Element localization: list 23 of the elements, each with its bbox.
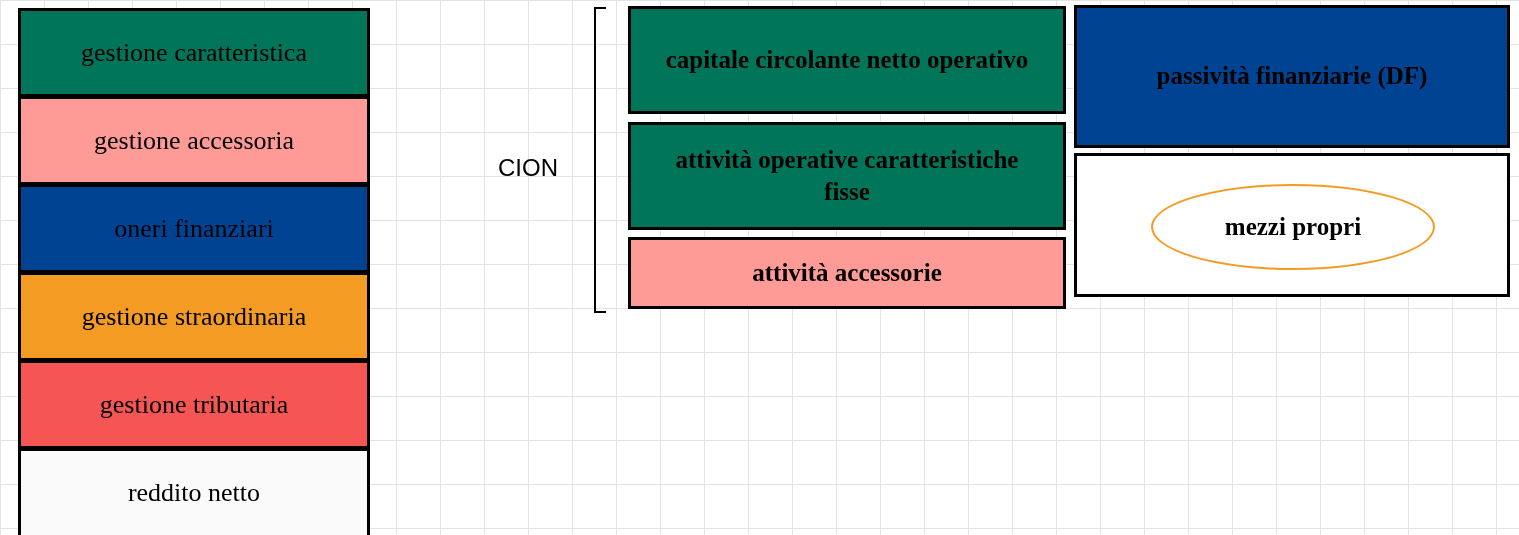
colored-block xyxy=(18,96,370,185)
block-label: gestione caratteristica xyxy=(81,37,307,68)
colored-block xyxy=(18,448,370,535)
block-label: passività finanziarie (DF) xyxy=(1155,61,1429,92)
colored-block xyxy=(628,122,1066,230)
colored-block xyxy=(18,360,370,449)
block-label: capitale circolante netto operativo xyxy=(664,44,1030,75)
colored-block xyxy=(628,6,1066,114)
colored-block xyxy=(628,237,1066,309)
block-label: gestione tributaria xyxy=(99,389,289,420)
block-label: gestione accessoria xyxy=(94,125,294,156)
colored-block xyxy=(1074,5,1510,148)
group-label: CION xyxy=(498,154,558,182)
colored-block xyxy=(18,184,370,273)
block-label: gestione straordinaria xyxy=(81,301,307,332)
colored-block xyxy=(18,8,370,97)
empty-box xyxy=(1074,153,1510,297)
block-label: attività operative caratteristiche fisse xyxy=(674,144,1020,207)
block-label: attività accessorie xyxy=(751,257,943,288)
block-label: reddito netto xyxy=(127,478,261,508)
block-label: mezzi propri xyxy=(1223,211,1363,242)
block-label: oneri finanziari xyxy=(114,213,274,244)
colored-block xyxy=(18,272,370,361)
